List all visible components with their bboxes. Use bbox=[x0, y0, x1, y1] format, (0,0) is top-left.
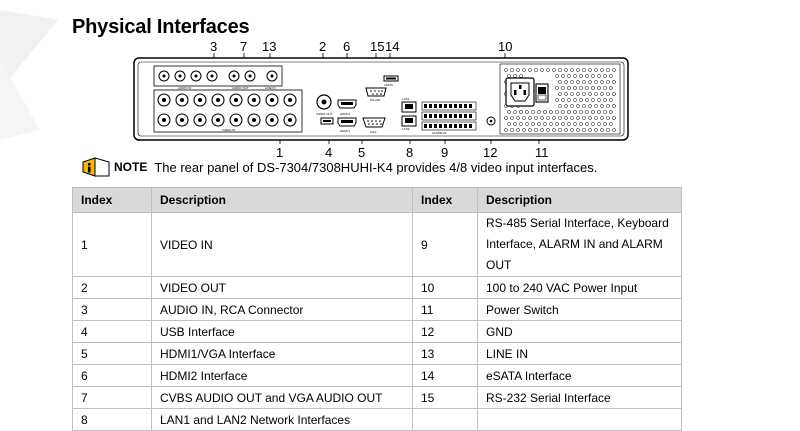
svg-text:ALARM IN: ALARM IN bbox=[432, 131, 446, 135]
callout-9: 9 bbox=[441, 145, 448, 160]
callout-8: 8 bbox=[406, 145, 413, 160]
callout-4: 4 bbox=[325, 145, 332, 160]
index-cell: 6 bbox=[72, 364, 152, 387]
header-index-1: Index bbox=[72, 187, 152, 213]
svg-text:HDMI 2: HDMI 2 bbox=[340, 112, 350, 116]
page-title: Physical Interfaces bbox=[72, 16, 250, 38]
svg-text:LAN1: LAN1 bbox=[402, 97, 410, 101]
svg-text:LINE IN: LINE IN bbox=[265, 86, 276, 90]
index-cell: 3 bbox=[72, 298, 152, 321]
table-row: 5 HDMI1/VGA Interface 13 LINE IN bbox=[72, 342, 682, 365]
index-cell: 7 bbox=[72, 386, 152, 409]
description-cell: RS-232 Serial Interface bbox=[477, 386, 682, 409]
description-cell: 100 to 240 VAC Power Input bbox=[477, 276, 682, 299]
callout-10: 10 bbox=[498, 39, 512, 54]
description-cell: HDMI2 Interface bbox=[151, 364, 413, 387]
description-cell: HDMI1/VGA Interface bbox=[151, 342, 413, 365]
svg-text:VGA: VGA bbox=[370, 130, 376, 134]
description-cell: AUDIO IN, RCA Connector bbox=[151, 298, 413, 321]
callout-2: 2 bbox=[319, 39, 326, 54]
header-description-1: Description bbox=[151, 187, 413, 213]
index-cell: 1 bbox=[72, 212, 152, 277]
callout-11: 11 bbox=[535, 145, 549, 160]
interfaces-table: Index Description Index Description 1 VI… bbox=[72, 187, 682, 431]
index-cell: 14 bbox=[412, 364, 478, 387]
table-row: 7 CVBS AUDIO OUT and VGA AUDIO OUT 15 RS… bbox=[72, 386, 682, 409]
svg-text:VIDEO OUT: VIDEO OUT bbox=[316, 112, 333, 116]
header-description-2: Description bbox=[477, 187, 682, 213]
callout-3: 3 bbox=[210, 39, 217, 54]
svg-text:AUDIO IN: AUDIO IN bbox=[178, 86, 191, 90]
index-cell: 13 bbox=[412, 342, 478, 365]
header-index-2: Index bbox=[412, 187, 478, 213]
index-cell: 11 bbox=[412, 298, 478, 321]
description-cell: eSATA Interface bbox=[477, 364, 682, 387]
table-row: 8 LAN1 and LAN2 Network Interfaces bbox=[72, 408, 682, 431]
svg-text:eSATA: eSATA bbox=[384, 83, 393, 87]
watermark-graphic bbox=[0, 10, 58, 140]
description-cell: LAN1 and LAN2 Network Interfaces bbox=[151, 408, 413, 431]
description-cell: LINE IN bbox=[477, 342, 682, 365]
index-cell: 5 bbox=[72, 342, 152, 365]
table-row: 4 USB Interface 12 GND bbox=[72, 320, 682, 343]
index-cell: 4 bbox=[72, 320, 152, 343]
rear-panel-diagram: 3 7 13 2 6 15 14 10 1 4 5 8 9 12 11 bbox=[133, 39, 629, 160]
index-cell: 12 bbox=[412, 320, 478, 343]
description-cell: USB Interface bbox=[151, 320, 413, 343]
callout-5: 5 bbox=[358, 145, 365, 160]
svg-text:RS-232: RS-232 bbox=[370, 98, 381, 102]
svg-text:VIDEO IN: VIDEO IN bbox=[222, 128, 235, 132]
callout-13: 13 bbox=[262, 39, 276, 54]
index-cell: 15 bbox=[412, 386, 478, 409]
table-row: 6 HDMI2 Interface 14 eSATA Interface bbox=[72, 364, 682, 387]
callout-6: 6 bbox=[343, 39, 350, 54]
table-row: 1 VIDEO IN 9 RS-485 Serial Interface, Ke… bbox=[72, 212, 682, 277]
index-cell: 8 bbox=[72, 408, 152, 431]
note-icon bbox=[82, 157, 112, 177]
callout-14: 14 bbox=[385, 39, 399, 54]
svg-text:AUDIO OUT: AUDIO OUT bbox=[232, 86, 249, 90]
table-header-row: Index Description Index Description bbox=[72, 187, 682, 213]
callout-7: 7 bbox=[240, 39, 247, 54]
callout-15: 15 bbox=[370, 39, 384, 54]
callout-1: 1 bbox=[276, 145, 283, 160]
description-cell: RS-485 Serial Interface, Keyboard Interf… bbox=[477, 212, 682, 277]
index-cell: 2 bbox=[72, 276, 152, 299]
note-row: NOTE The rear panel of DS-7304/7308HUHI-… bbox=[82, 156, 597, 178]
description-cell: Power Switch bbox=[477, 298, 682, 321]
description-cell bbox=[477, 408, 682, 431]
table-row: 2 VIDEO OUT 10 100 to 240 VAC Power Inpu… bbox=[72, 276, 682, 299]
description-cell: VIDEO OUT bbox=[151, 276, 413, 299]
description-cell: GND bbox=[477, 320, 682, 343]
description-cell: VIDEO IN bbox=[151, 212, 413, 277]
note-text: The rear panel of DS-7304/7308HUHI-K4 pr… bbox=[154, 159, 598, 175]
callout-12: 12 bbox=[483, 145, 497, 160]
note-label: NOTE bbox=[114, 160, 148, 174]
table-row: 3 AUDIO IN, RCA Connector 11 Power Switc… bbox=[72, 298, 682, 321]
description-cell: CVBS AUDIO OUT and VGA AUDIO OUT bbox=[151, 386, 413, 409]
index-cell: 9 bbox=[412, 212, 478, 277]
svg-text:HDMI 1: HDMI 1 bbox=[340, 129, 350, 133]
index-cell bbox=[412, 408, 478, 431]
index-cell: 10 bbox=[412, 276, 478, 299]
svg-text:LAN2: LAN2 bbox=[402, 127, 410, 131]
